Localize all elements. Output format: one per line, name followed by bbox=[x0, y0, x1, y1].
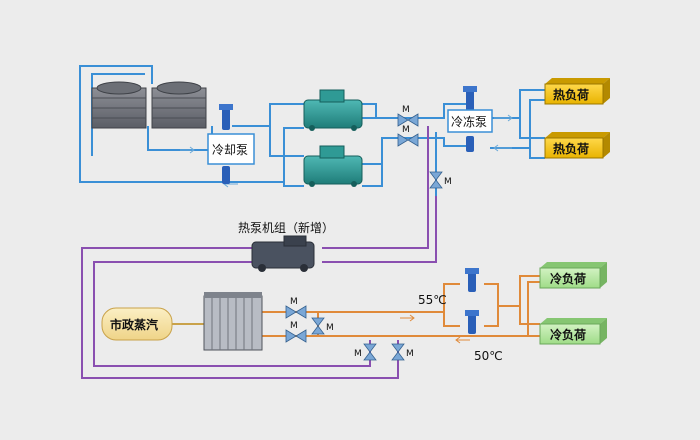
valve-label: M bbox=[290, 297, 298, 307]
chiller-2 bbox=[303, 145, 363, 187]
cooling-pump-label: 冷却泵 bbox=[212, 143, 248, 157]
valve-label: M bbox=[402, 125, 410, 135]
blue-pipe-network bbox=[79, 65, 545, 196]
orange-pipe-network bbox=[262, 275, 540, 337]
valve-label: M bbox=[402, 105, 410, 115]
supply-temp-label: 55℃ bbox=[418, 293, 447, 307]
valve-label: M bbox=[406, 349, 414, 359]
municipal-steam-label: 市政蒸汽 bbox=[110, 317, 158, 332]
return-temp-label: 50℃ bbox=[474, 349, 503, 363]
chilled-pump-label: 冷冻泵 bbox=[451, 114, 487, 129]
plate-heat-exchanger-icon bbox=[203, 292, 263, 351]
hot-water-pump-icon bbox=[465, 268, 479, 334]
cold-load-box-2 bbox=[539, 318, 607, 345]
cooling-tower-2 bbox=[151, 81, 207, 129]
cold-load-label-2: 冷负荷 bbox=[550, 327, 586, 342]
chilled-pump-icon bbox=[463, 86, 477, 152]
heat-load-box-1 bbox=[544, 78, 610, 105]
heat-pump-unit-icon bbox=[251, 235, 315, 272]
heat-load-label-1: 热负荷 bbox=[553, 87, 589, 102]
chiller-1 bbox=[303, 89, 363, 131]
heat-load-box-2 bbox=[544, 132, 610, 159]
cold-load-box-1 bbox=[539, 262, 607, 289]
valve-label: M bbox=[444, 177, 452, 187]
motor-valve-icon bbox=[285, 305, 405, 361]
cooling-tower-1 bbox=[91, 81, 147, 129]
heat-load-label-2: 热负荷 bbox=[553, 141, 589, 156]
chilled-pump-box bbox=[447, 109, 493, 133]
valve-label: M bbox=[354, 349, 362, 359]
valve-label: M bbox=[326, 323, 334, 333]
cooling-pump-icon bbox=[219, 104, 233, 184]
cooling-pump-box bbox=[207, 133, 255, 165]
heat-pump-unit-label: 热泵机组（新增） bbox=[238, 220, 334, 235]
motor-valve-icon bbox=[397, 113, 443, 189]
cold-load-label-1: 冷负荷 bbox=[550, 271, 586, 286]
valve-label: M bbox=[290, 321, 298, 331]
